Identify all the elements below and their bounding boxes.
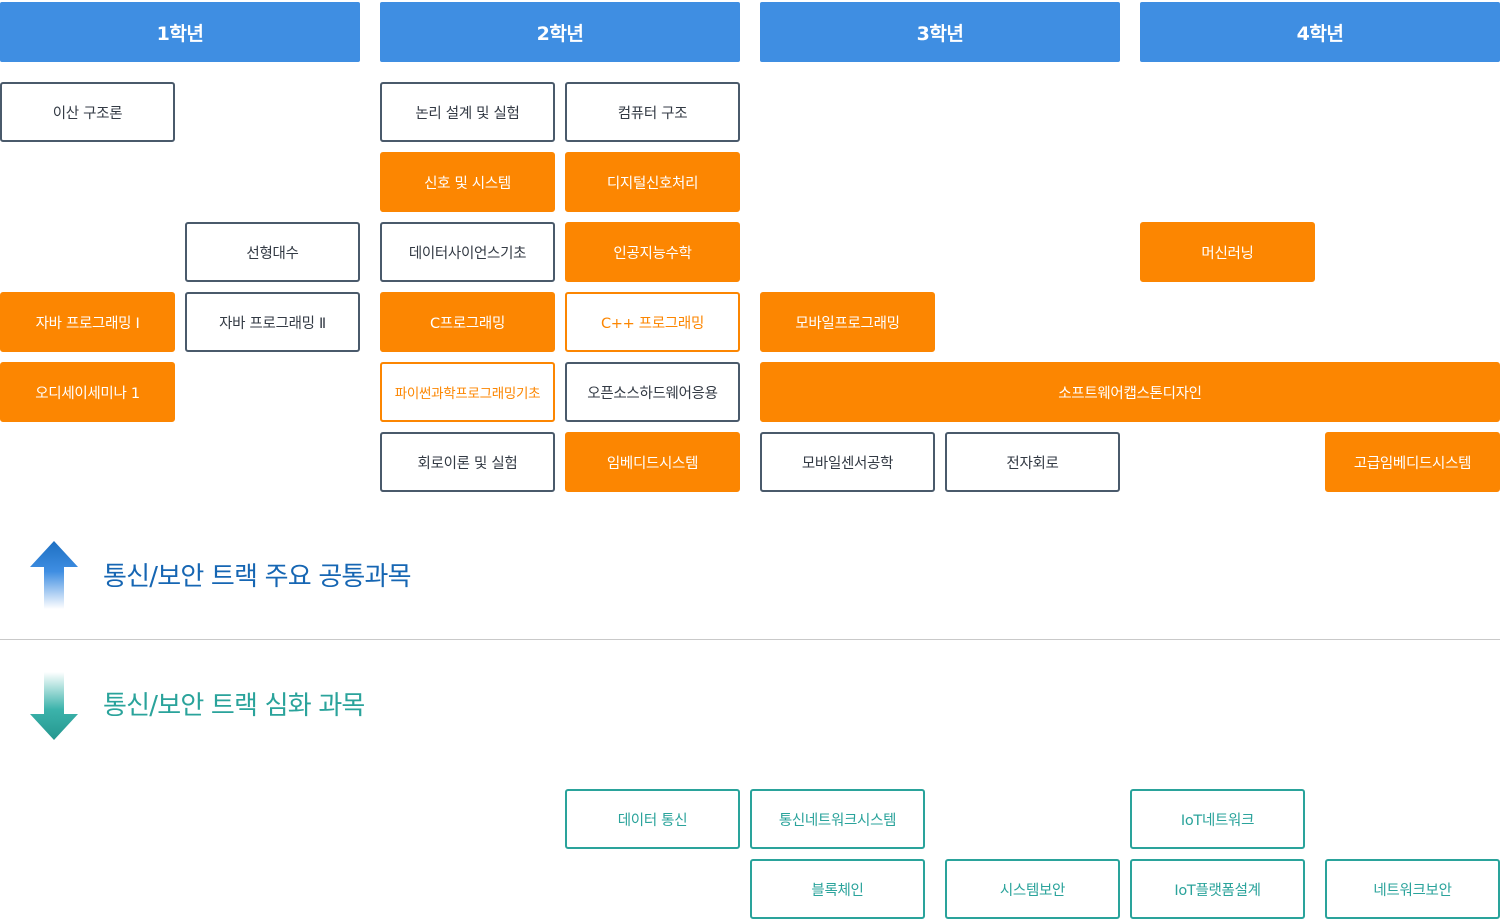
course-network-security[interactable]: 네트워크보안 bbox=[1325, 859, 1500, 919]
course-open-source-hardware[interactable]: 오픈소스하드웨어응용 bbox=[565, 362, 740, 422]
course-computer-architecture[interactable]: 컴퓨터 구조 bbox=[565, 82, 740, 142]
course-data-science-basics[interactable]: 데이터사이언스기초 bbox=[380, 222, 555, 282]
year-header-4: 4학년 bbox=[1140, 2, 1500, 62]
course-c-programming[interactable]: C프로그래밍 bbox=[380, 292, 555, 352]
course-advanced-embedded-systems[interactable]: 고급임베디드시스템 bbox=[1325, 432, 1500, 492]
section-divider bbox=[0, 639, 1500, 640]
course-odyssey-seminar[interactable]: 오디세이세미나 1 bbox=[0, 362, 175, 422]
course-circuit-theory-lab[interactable]: 회로이론 및 실험 bbox=[380, 432, 555, 492]
course-software-capstone[interactable]: 소프트웨어캡스톤디자인 bbox=[760, 362, 1500, 422]
section-title-advanced: 통신/보안 트랙 심화 과목 bbox=[103, 691, 365, 721]
arrow-up-icon bbox=[30, 541, 78, 609]
course-mobile-sensor-engineering[interactable]: 모바일센서공학 bbox=[760, 432, 935, 492]
year-header-3: 3학년 bbox=[760, 2, 1120, 62]
year-header-1: 1학년 bbox=[0, 2, 360, 62]
course-data-communication[interactable]: 데이터 통신 bbox=[565, 789, 740, 849]
course-signals-systems[interactable]: 신호 및 시스템 bbox=[380, 152, 555, 212]
course-machine-learning[interactable]: 머신러닝 bbox=[1140, 222, 1315, 282]
course-discrete-structures[interactable]: 이산 구조론 bbox=[0, 82, 175, 142]
course-embedded-systems[interactable]: 임베디드시스템 bbox=[565, 432, 740, 492]
course-linear-algebra[interactable]: 선형대수 bbox=[185, 222, 360, 282]
course-java-programming-2[interactable]: 자바 프로그래밍 Ⅱ bbox=[185, 292, 360, 352]
course-iot-platform-design[interactable]: IoT플랫폼설계 bbox=[1130, 859, 1305, 919]
course-iot-network[interactable]: IoT네트워크 bbox=[1130, 789, 1305, 849]
section-title-common: 통신/보안 트랙 주요 공통과목 bbox=[103, 562, 412, 592]
course-electronic-circuits[interactable]: 전자회로 bbox=[945, 432, 1120, 492]
course-blockchain[interactable]: 블록체인 bbox=[750, 859, 925, 919]
year-header-2: 2학년 bbox=[380, 2, 740, 62]
course-cpp-programming[interactable]: C++ 프로그래밍 bbox=[565, 292, 740, 352]
course-python-science-programming[interactable]: 파이썬과학프로그래밍기초 bbox=[380, 362, 555, 422]
course-java-programming-1[interactable]: 자바 프로그래밍 Ⅰ bbox=[0, 292, 175, 352]
course-mobile-programming[interactable]: 모바일프로그래밍 bbox=[760, 292, 935, 352]
course-system-security[interactable]: 시스템보안 bbox=[945, 859, 1120, 919]
course-digital-signal-processing[interactable]: 디지털신호처리 bbox=[565, 152, 740, 212]
course-communication-network-systems[interactable]: 통신네트워크시스템 bbox=[750, 789, 925, 849]
course-ai-math[interactable]: 인공지능수학 bbox=[565, 222, 740, 282]
arrow-down-icon bbox=[30, 672, 78, 740]
course-logic-design-lab[interactable]: 논리 설계 및 실험 bbox=[380, 82, 555, 142]
